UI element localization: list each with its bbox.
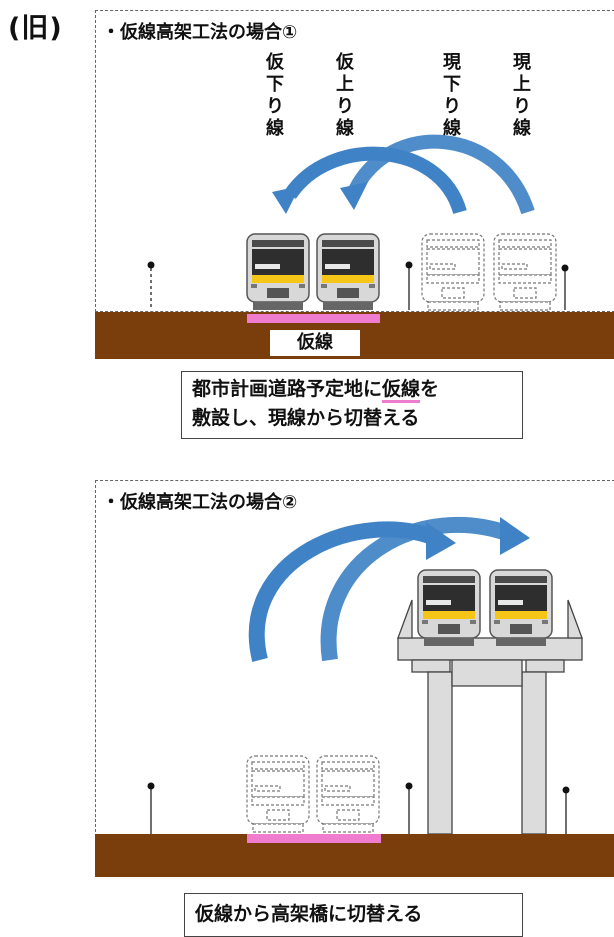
pole-middle (405, 261, 413, 269)
panel-1-arrows (272, 134, 535, 215)
old-version-label: (旧) (8, 13, 63, 44)
panel-2-title: ・仮線高架工法の場合② (102, 492, 298, 513)
arrow-temp-up-to-viaduct (320, 517, 515, 662)
temp-track-marker (247, 314, 380, 323)
temp-track-marker-2 (247, 834, 381, 843)
track-label-current-down: 現下り線 (443, 52, 461, 139)
track-label-temp-up: 仮上り線 (336, 52, 354, 139)
panel-1-poles (147, 261, 569, 310)
arrow-current-up-to-temp-up (348, 134, 535, 215)
panel-2-poles (147, 782, 570, 834)
pole-right (561, 264, 569, 272)
panel-1-title: ・仮線高架工法の場合① (102, 22, 298, 43)
pole-left (147, 261, 155, 269)
panel-2-caption: 仮線から高架橋に切替える (184, 893, 523, 937)
track-label-current-up: 現上り線 (513, 52, 531, 139)
panel-1-frame (95, 10, 614, 312)
pole-right-2 (562, 786, 570, 794)
pole-middle-2 (405, 782, 413, 790)
panel-2-arrows (248, 517, 530, 662)
track-label-temp-down: 仮下り線 (266, 52, 284, 139)
temp-track-label: 仮線 (270, 330, 360, 356)
pole-left-2 (147, 782, 155, 790)
panel-1-caption: 都市計画道路予定地に仮線を 敷設し、現線から切替える (181, 371, 523, 439)
